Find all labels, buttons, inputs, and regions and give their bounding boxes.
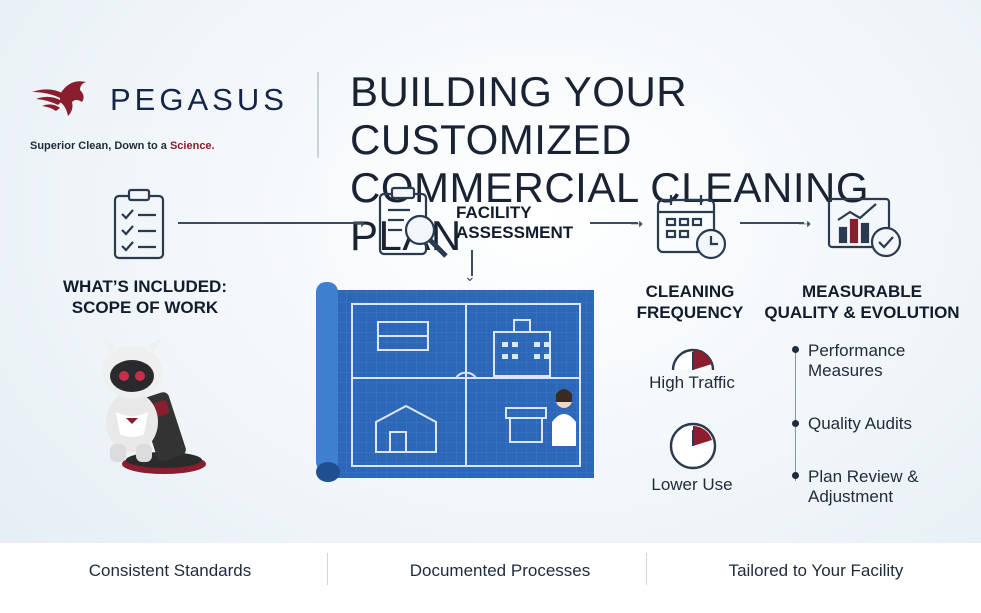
scope-label: WHAT’S INCLUDED: SCOPE OF WORK: [63, 277, 227, 317]
arrow-head-3-icon: ➝: [798, 216, 812, 233]
flow-arrow-2: [590, 222, 638, 224]
footer-item-processes: Documented Processes: [409, 561, 591, 580]
footer-item-standards: Consistent Standards: [88, 561, 252, 580]
calendar-clock-icon: [655, 192, 729, 262]
quality-item-audits: Quality Audits: [808, 414, 912, 433]
page-title: BUILDING YOUR CUSTOMIZED COMMERCIAL CLEA…: [350, 68, 981, 260]
flow-arrow-down: [471, 250, 473, 276]
timeline-dot: [792, 346, 799, 353]
timeline-dot: [792, 472, 799, 479]
flow-arrow-1: [178, 222, 362, 224]
floorplan-blueprint: [316, 282, 596, 489]
title-line-1: BUILDING YOUR CUSTOMIZED: [350, 68, 688, 163]
footer-item-tailored: Tailored to Your Facility: [728, 561, 904, 580]
title-line-2: COMMERCIAL CLEANING PLAN: [350, 164, 870, 259]
timeline-dot: [792, 420, 799, 427]
arrow-head-2-icon: ➝: [630, 216, 644, 233]
arrow-down-icon: ⌄: [464, 268, 476, 284]
tagline: Superior Clean, Down to a Science.: [30, 140, 215, 152]
checklist-icon: [112, 188, 166, 260]
lower-use-label: Lower Use: [651, 475, 733, 494]
chart-check-icon: [826, 196, 906, 262]
assessment-label: FACILITY ASSESSMENT: [456, 203, 574, 242]
flow-arrow-3: [740, 222, 804, 224]
cleaning-robot-illustration: [92, 332, 212, 485]
high-traffic-label: High Traffic: [649, 373, 735, 392]
lower-use-clock-icon: [667, 418, 719, 475]
clipboard-magnifier-icon: [376, 186, 456, 260]
quality-item-review: Plan Review & Adjustment: [808, 467, 919, 506]
header-divider: [317, 72, 319, 158]
frequency-label: CLEANING FREQUENCY: [636, 282, 744, 322]
pegasus-logo: [30, 72, 90, 118]
brand-name: PEGASUS: [110, 82, 288, 117]
footer-bar: [0, 543, 981, 613]
quality-label: MEASURABLE QUALITY & EVOLUTION: [764, 282, 960, 322]
high-traffic-gauge-icon: [667, 330, 719, 377]
timeline-line: [795, 353, 796, 481]
tagline-accent: Science.: [169, 140, 215, 152]
footer-divider: [327, 553, 328, 585]
quality-item-performance: Performance Measures: [808, 341, 906, 380]
arrow-head-1-icon: ➝: [352, 216, 366, 233]
footer-divider: [646, 553, 647, 585]
